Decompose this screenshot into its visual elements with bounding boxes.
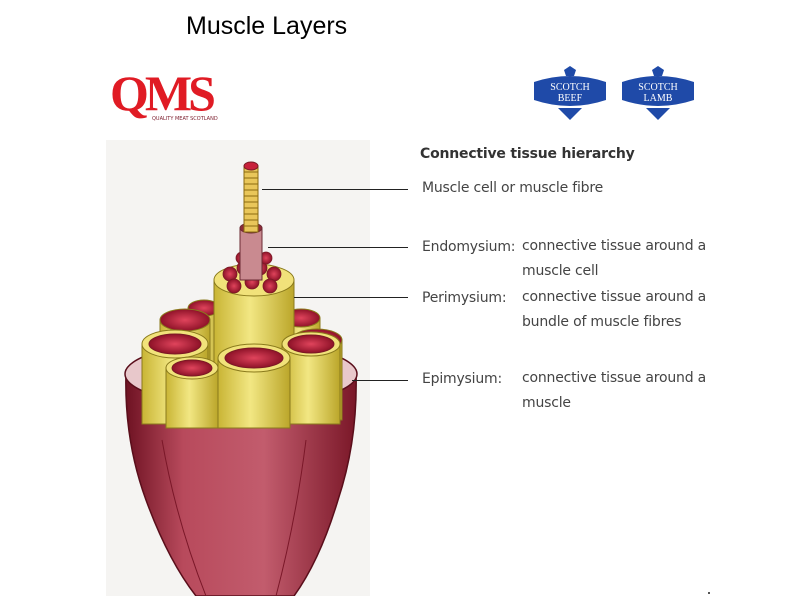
muscle-fibre <box>243 161 259 233</box>
leader-epimysium <box>352 380 408 381</box>
label-perimysium: Perimysium: <box>422 290 507 306</box>
qms-logo-letters: QMS <box>110 65 214 121</box>
slide-title: Muscle Layers <box>186 12 348 40</box>
label-panel: Connective tissue hierarchy Muscle cell … <box>370 140 770 440</box>
scotch-beef-line1: SCOTCH <box>550 82 589 93</box>
leader-muscle-fibre <box>262 189 408 190</box>
hierarchy-heading: Connective tissue hierarchy <box>420 146 635 162</box>
fibre-bundle <box>217 343 291 429</box>
label-muscle-fibre: Muscle cell or muscle fibre <box>422 180 604 196</box>
qms-logo: QMS QUALITY MEAT SCOTLAND <box>110 65 218 122</box>
scotch-lamb-line2: LAMB <box>644 93 673 104</box>
scotch-beef-badge: SCOTCH BEEF <box>534 66 606 120</box>
leader-endomysium <box>268 247 408 248</box>
desc-endomysium: connective tissue around a muscle cell <box>522 238 707 279</box>
qms-logo-caption: QUALITY MEAT SCOTLAND <box>152 116 218 122</box>
scotch-beef-line2: BEEF <box>558 93 583 104</box>
desc-perimysium: connective tissue around a bundle of mus… <box>522 289 707 330</box>
desc-epimysium: connective tissue around a muscle <box>522 370 707 411</box>
muscle-illustration <box>106 140 370 596</box>
scotch-lamb-badge: SCOTCH LAMB <box>622 66 694 120</box>
label-endomysium: Endomysium: <box>422 239 516 255</box>
page-mark <box>708 592 710 594</box>
fibre-bundle <box>165 356 219 429</box>
label-epimysium: Epimysium: <box>422 371 502 387</box>
fibre-bundle <box>281 331 341 425</box>
leader-perimysium <box>294 297 408 298</box>
scotch-lamb-line1: SCOTCH <box>638 82 677 93</box>
